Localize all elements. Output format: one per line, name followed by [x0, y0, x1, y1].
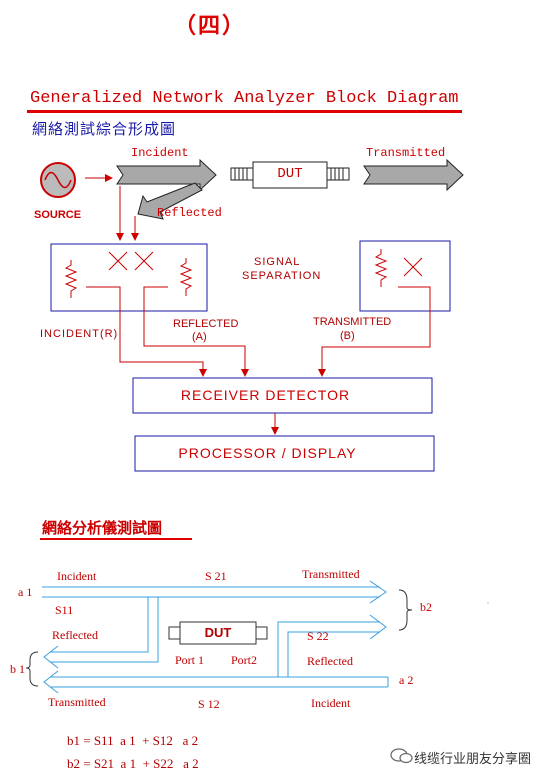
- equation-b2: b2 = S21 a 1 + S22 a 2: [67, 756, 199, 771]
- resistor-icon: [374, 249, 388, 287]
- transmitted-label: Transmitted: [366, 146, 446, 160]
- wechat-bubble-icon: [390, 748, 413, 764]
- separation-box-right: [359, 240, 451, 312]
- b2-label: b2: [420, 600, 432, 614]
- watermark-text: 线缆行业朋友分享圈: [414, 752, 532, 767]
- receiver-detector-label: RECEIVER DETECTOR: [180, 387, 351, 403]
- s12-label: S 12: [198, 697, 220, 711]
- reflected-left-label: Reflected: [52, 628, 98, 642]
- title-underline: [27, 110, 462, 113]
- equation-b1: b1 = S11 a 1 + S12 a 2: [67, 733, 199, 748]
- separation-box-left: [50, 243, 208, 312]
- port2-label: Port2: [231, 653, 258, 667]
- diagram2-title: 網絡分析儀測試圖: [42, 519, 163, 537]
- transmitted-arrow: [363, 158, 464, 192]
- diagram1-subtitle: 網絡測試綜合形成圖: [32, 120, 177, 138]
- dut-connector-right: [326, 167, 350, 181]
- processor-display-label: PROCESSOR / DISPLAY: [178, 445, 357, 461]
- b1-label: b 1: [10, 662, 25, 676]
- reflected-right-label: Reflected: [307, 654, 353, 668]
- dut-port2-connector: [255, 626, 268, 640]
- separation-label: SEPARATION: [242, 270, 322, 282]
- resistor-icon: [179, 258, 193, 296]
- processor-box: [134, 435, 435, 472]
- incident-top-label: Incident: [57, 569, 97, 583]
- incident-label: Incident: [131, 146, 189, 160]
- s21-label: S 21: [205, 569, 227, 583]
- dut-label: DUT: [277, 166, 303, 182]
- source-label: SOURCE: [34, 209, 82, 221]
- s-parameter-diagram: [25, 580, 489, 694]
- receiver-box: [132, 377, 433, 414]
- signal-label: SIGNAL: [254, 256, 301, 268]
- b1-brace: [25, 651, 39, 687]
- s22-label: S 22: [307, 629, 329, 643]
- resistor-icon: [64, 260, 78, 298]
- reflected-a-label: REFLECTED: [173, 318, 239, 330]
- incident-r-label: INCIDENT(R): [40, 328, 119, 340]
- reflected-arrow: [137, 182, 203, 220]
- dut-connector-left: [230, 167, 254, 181]
- reflected-label: Reflected: [157, 206, 222, 220]
- incident-arrow: [116, 158, 217, 192]
- source-icon: [40, 162, 76, 198]
- dut-label-2: DUT: [204, 625, 232, 640]
- port1-label: Port 1: [175, 653, 205, 667]
- transmitted-top-label: Transmitted: [302, 567, 360, 581]
- title-underline: [40, 538, 192, 540]
- reflected-a-suffix: (A): [192, 331, 207, 343]
- incident-bottom-label: Incident: [311, 696, 351, 710]
- coupler-icon: [108, 251, 154, 271]
- b2-brace: [398, 589, 413, 631]
- dut-port1-connector: [168, 626, 181, 640]
- transmitted-b-suffix: (B): [340, 330, 355, 342]
- a2-label: a 2: [399, 673, 414, 687]
- block-diagram-graphics: [40, 158, 464, 472]
- transmitted-b-label: TRANSMITTED: [313, 316, 392, 328]
- coupler-icon: [403, 257, 423, 277]
- transmitted-bottom-label: Transmitted: [48, 695, 106, 709]
- a1-label: a 1: [18, 585, 33, 599]
- section-number: （四）: [173, 14, 246, 39]
- s11-label: S11: [55, 603, 74, 617]
- diagram1-title: Generalized Network Analyzer Block Diagr…: [30, 89, 459, 108]
